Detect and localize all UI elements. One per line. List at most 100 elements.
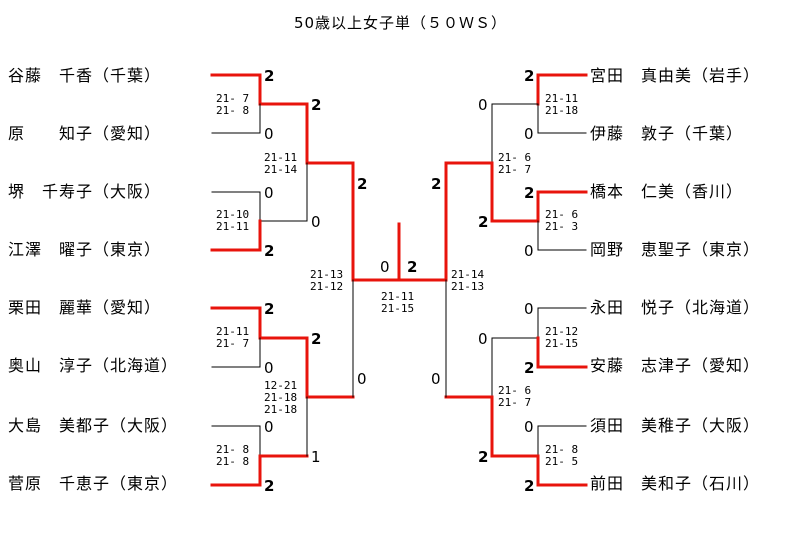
- left-player-4: 江澤 曜子（東京）: [8, 240, 161, 260]
- match-score: 0: [524, 300, 534, 318]
- game-scores: 12-21 21-18 21-18: [264, 379, 298, 416]
- player-name: 谷藤 千香: [8, 66, 94, 85]
- match-score: 2: [524, 359, 535, 377]
- player-prefecture: （大阪）: [110, 416, 179, 435]
- match-score: 0: [524, 125, 534, 143]
- player-prefecture: （愛知）: [93, 124, 162, 143]
- player-prefecture: （千葉）: [93, 66, 162, 85]
- player-name: 永田 悦子: [590, 298, 676, 317]
- match-score: 2: [431, 175, 442, 193]
- player-name: 栗田 麗華: [8, 298, 94, 317]
- final-score-left: 0: [380, 258, 390, 276]
- player-name: 江澤 曜子: [8, 240, 94, 259]
- final-score-right: 2: [407, 258, 418, 276]
- match-score: 0: [431, 370, 441, 388]
- bracket-line-winner: [210, 454, 309, 487]
- left-player-1: 谷藤 千香（千葉）: [8, 66, 161, 86]
- game-scores: 21- 6 21- 7: [498, 384, 532, 409]
- game-scores: 21-12 21-15: [545, 325, 579, 350]
- match-score: 0: [478, 96, 488, 114]
- right-player-2: 伊藤 敦子（千葉）: [590, 124, 743, 144]
- match-score: 2: [264, 242, 275, 260]
- match-score: 2: [478, 213, 489, 231]
- player-prefecture: （北海道）: [675, 298, 761, 317]
- bracket-line-winner: [210, 219, 262, 252]
- game-scores: 21- 6 21- 7: [498, 151, 532, 176]
- match-score: 2: [524, 477, 535, 495]
- right-player-7: 須田 美稚子（大阪）: [590, 416, 760, 436]
- player-prefecture: （愛知）: [692, 356, 761, 375]
- left-player-7: 大島 美都子（大阪）: [8, 416, 178, 436]
- right-player-4: 岡野 恵聖子（東京）: [590, 240, 760, 260]
- game-scores: 21-14 21-13: [451, 268, 485, 293]
- match-score: 2: [264, 67, 275, 85]
- game-scores: 21- 8 21- 5: [545, 443, 579, 468]
- left-player-3: 堺 千寿子（大阪）: [8, 182, 161, 202]
- bracket-line-loser: [537, 220, 587, 251]
- right-player-1: 宮田 真由美（岩手）: [590, 66, 760, 86]
- left-player-5: 栗田 麗華（愛知）: [8, 298, 161, 318]
- right-player-5: 永田 悦子（北海道）: [590, 298, 760, 318]
- match-score: 2: [264, 477, 275, 495]
- player-name: 原 知子: [8, 124, 94, 143]
- match-score: 0: [524, 242, 534, 260]
- player-name: 須田 美稚子: [590, 416, 693, 435]
- player-prefecture: （東京）: [110, 474, 179, 493]
- match-score: 0: [264, 418, 274, 436]
- match-score: 0: [264, 184, 274, 202]
- match-score: 2: [524, 67, 535, 85]
- match-score: 0: [264, 359, 274, 377]
- bracket-line-loser: [211, 425, 261, 457]
- match-score: 0: [357, 370, 367, 388]
- bracket-line-winner: [210, 306, 309, 340]
- player-name: 安藤 志津子: [590, 356, 693, 375]
- player-name: 堺 千寿子: [8, 182, 94, 201]
- match-score: 0: [524, 418, 534, 436]
- match-score: 2: [357, 175, 368, 193]
- bracket-line-winner: [210, 73, 309, 106]
- player-name: 伊藤 敦子: [590, 124, 676, 143]
- bracket-line-winner: [444, 395, 494, 458]
- bracket-line-loser: [537, 425, 587, 457]
- game-scores: 21-10 21-11: [216, 208, 250, 233]
- match-score: 2: [524, 184, 535, 202]
- player-prefecture: （東京）: [692, 240, 761, 259]
- player-name: 岡野 恵聖子: [590, 240, 693, 259]
- match-score: 0: [264, 125, 274, 143]
- left-player-6: 奥山 淳子（北海道）: [8, 356, 178, 376]
- right-player-8: 前田 美和子（石川）: [590, 474, 760, 494]
- player-prefecture: （香川）: [675, 182, 744, 201]
- player-prefecture: （東京）: [93, 240, 162, 259]
- match-score: 0: [478, 330, 488, 348]
- game-scores: 21-13 21-12: [310, 268, 344, 293]
- player-prefecture: （千葉）: [675, 124, 744, 143]
- match-score: 1: [311, 448, 321, 466]
- game-scores: 21-11 21-18: [545, 92, 579, 117]
- player-prefecture: （石川）: [692, 474, 761, 493]
- player-prefecture: （北海道）: [93, 356, 179, 375]
- bracket-line-winner: [444, 161, 494, 223]
- player-name: 前田 美和子: [590, 474, 693, 493]
- match-score: 0: [311, 213, 321, 231]
- player-name: 橋本 仁美: [590, 182, 676, 201]
- player-name: 大島 美都子: [8, 416, 111, 435]
- game-scores: 21-11 21- 7: [216, 325, 250, 350]
- right-player-3: 橋本 仁美（香川）: [590, 182, 743, 202]
- player-name: 奥山 淳子: [8, 356, 94, 375]
- right-player-6: 安藤 志津子（愛知）: [590, 356, 760, 376]
- match-score: 2: [264, 300, 275, 318]
- player-name: 菅原 千恵子: [8, 474, 111, 493]
- bracket-line-loser: [211, 337, 261, 368]
- game-scores: 21- 8 21- 8: [216, 443, 250, 468]
- match-score: 2: [478, 448, 489, 466]
- bracket-line-loser: [491, 103, 587, 134]
- player-prefecture: （大阪）: [93, 182, 162, 201]
- bracket-line-winner: [536, 73, 588, 106]
- game-scores: 21- 7 21- 8: [216, 92, 250, 117]
- bracket-line-winner: [490, 190, 588, 223]
- match-score: 2: [311, 96, 322, 114]
- bracket-line-loser: [211, 103, 261, 134]
- left-player-2: 原 知子（愛知）: [8, 124, 161, 144]
- player-name: 宮田 真由美: [590, 66, 693, 85]
